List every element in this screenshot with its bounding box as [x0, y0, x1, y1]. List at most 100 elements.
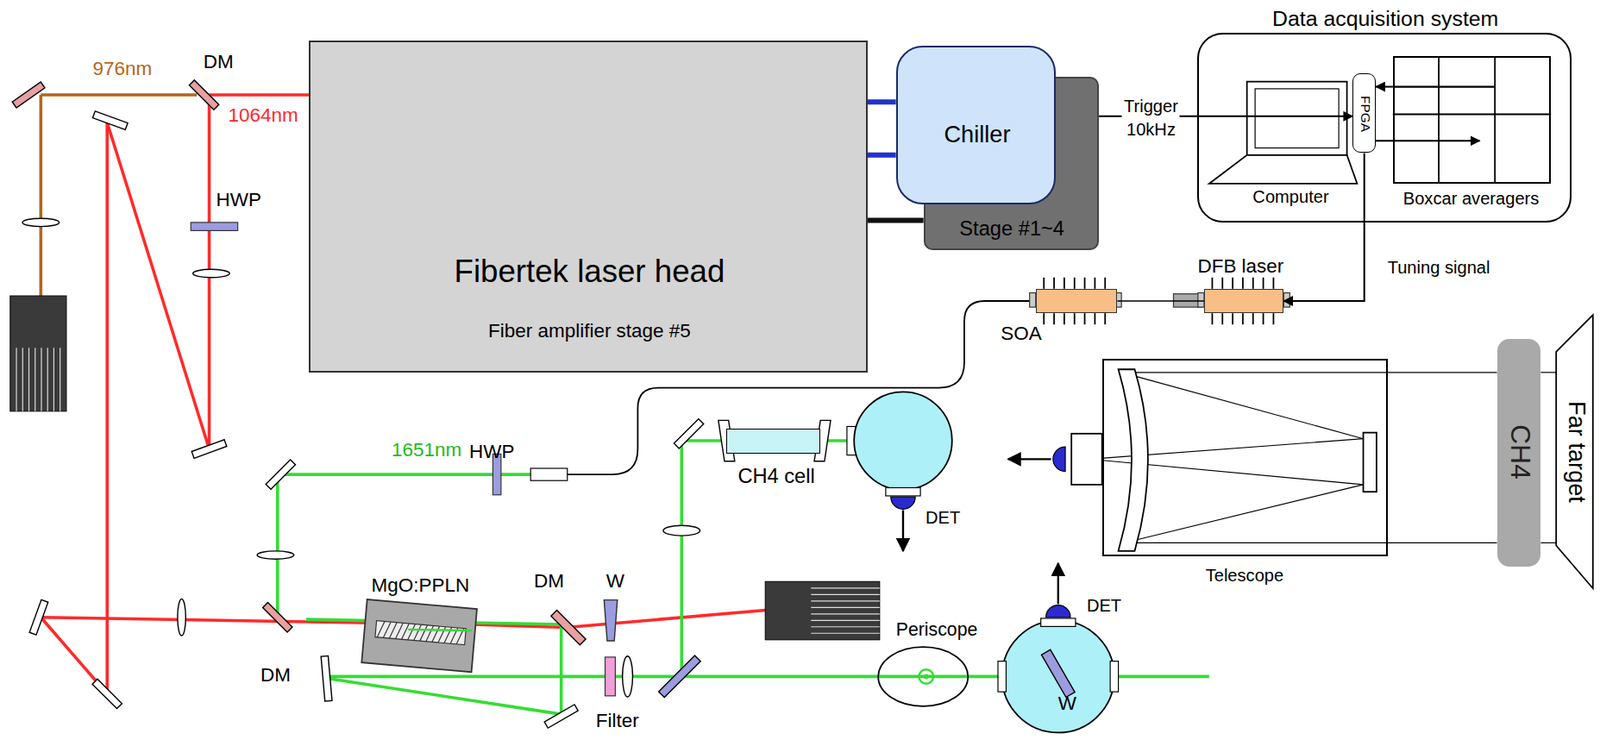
mount-tab [1283, 293, 1290, 308]
grid-line [1392, 113, 1551, 116]
grid-line [1437, 56, 1440, 184]
fin [34, 347, 36, 412]
beam [276, 474, 280, 618]
node-title: Fiber amplifier stage #5 [488, 320, 691, 343]
pin [1104, 277, 1106, 289]
eyepiece [1071, 433, 1102, 485]
fin [810, 594, 880, 596]
crystal-mount [361, 599, 477, 672]
node-label: Boxcar averagers [1403, 188, 1540, 208]
coolant-line [867, 152, 897, 158]
fin [810, 587, 880, 589]
sphere-port [997, 661, 1006, 692]
mirror [544, 704, 578, 728]
fin [810, 607, 880, 609]
pin [1063, 277, 1066, 289]
component-box: FPGA [1352, 73, 1376, 153]
node-label: Data acquisition system [1272, 6, 1499, 31]
poling-stripe [401, 622, 410, 640]
part-label: HWP [469, 441, 515, 464]
mirror [265, 459, 295, 490]
part-label: DET [1086, 595, 1122, 615]
lens [193, 269, 231, 277]
signal-line [1392, 85, 1495, 88]
node-label: MgO:PPLN [371, 575, 471, 597]
detector [1053, 446, 1066, 471]
component-box: Computer [1209, 79, 1360, 186]
component-box: MgO:PPLN [358, 600, 480, 674]
signal-arrow [902, 510, 904, 552]
laptop-base [1209, 155, 1358, 184]
signal-arrow [1008, 458, 1052, 460]
detector [1046, 605, 1071, 618]
pin [1211, 277, 1214, 289]
poling-stripe [389, 621, 397, 639]
pin [1053, 277, 1055, 289]
fin [40, 347, 42, 412]
node-label: Telescope [1205, 565, 1285, 585]
pin [1104, 313, 1106, 325]
beam-spot [923, 673, 929, 679]
beam-dump [765, 581, 880, 640]
part-label: 976nm [93, 58, 153, 81]
periscope-shape: Periscope [877, 646, 969, 708]
beam [209, 93, 310, 97]
ray [1540, 542, 1557, 544]
pin [1084, 277, 1086, 289]
collimator [530, 468, 568, 481]
coolant-line [867, 218, 924, 224]
component-box: Data acquisition systemComputerFPGABoxca… [1197, 32, 1572, 223]
pin [1221, 313, 1224, 325]
part-label: HWP [216, 189, 262, 212]
lens [177, 598, 186, 636]
sphere-port [1041, 618, 1076, 627]
mount-tab [1198, 293, 1205, 308]
ray [1132, 484, 1363, 541]
node-label: CH4 cell [737, 464, 815, 488]
pin [1211, 313, 1214, 325]
lens [257, 551, 295, 559]
ray [1540, 371, 1557, 373]
pin [1094, 277, 1097, 289]
beam [106, 122, 209, 450]
node-title: Far target [1563, 401, 1590, 503]
node-label: Computer [1252, 187, 1329, 207]
signal-line [1283, 152, 1364, 302]
lens [622, 656, 634, 697]
lens [663, 525, 701, 536]
primary-mirror [1118, 369, 1149, 552]
node-label: SOA [1000, 322, 1042, 345]
mirror [191, 439, 227, 459]
fin [15, 347, 17, 412]
node-title: CH4 [1504, 424, 1535, 480]
pin [1242, 277, 1244, 289]
signal-line [1375, 86, 1393, 88]
pin [1042, 313, 1045, 325]
component-box: Telescope [1102, 358, 1388, 556]
fin [810, 620, 880, 622]
pin [1273, 277, 1275, 289]
mirror [92, 678, 122, 709]
beam [566, 609, 766, 628]
beam [679, 440, 684, 677]
laptop-screen [1247, 81, 1348, 156]
ray [1132, 542, 1497, 544]
component-box: CH4 [1497, 338, 1542, 567]
coolant-line [867, 99, 897, 105]
part-label: 1064nm [228, 104, 299, 126]
fin [59, 347, 61, 412]
ray [1132, 371, 1497, 373]
poling-stripe [395, 622, 403, 640]
pin [1262, 313, 1265, 325]
wedge [1041, 649, 1075, 697]
beam [407, 629, 471, 631]
part-label: 1651nm [391, 439, 462, 461]
dichroic-mirror [188, 80, 219, 110]
pin [1252, 313, 1255, 325]
mirror [320, 655, 333, 702]
detector [890, 496, 916, 509]
dichroic-mirror [551, 609, 586, 645]
fin [53, 347, 55, 412]
poling-stripe [426, 625, 434, 642]
poling-stripe [432, 626, 440, 643]
